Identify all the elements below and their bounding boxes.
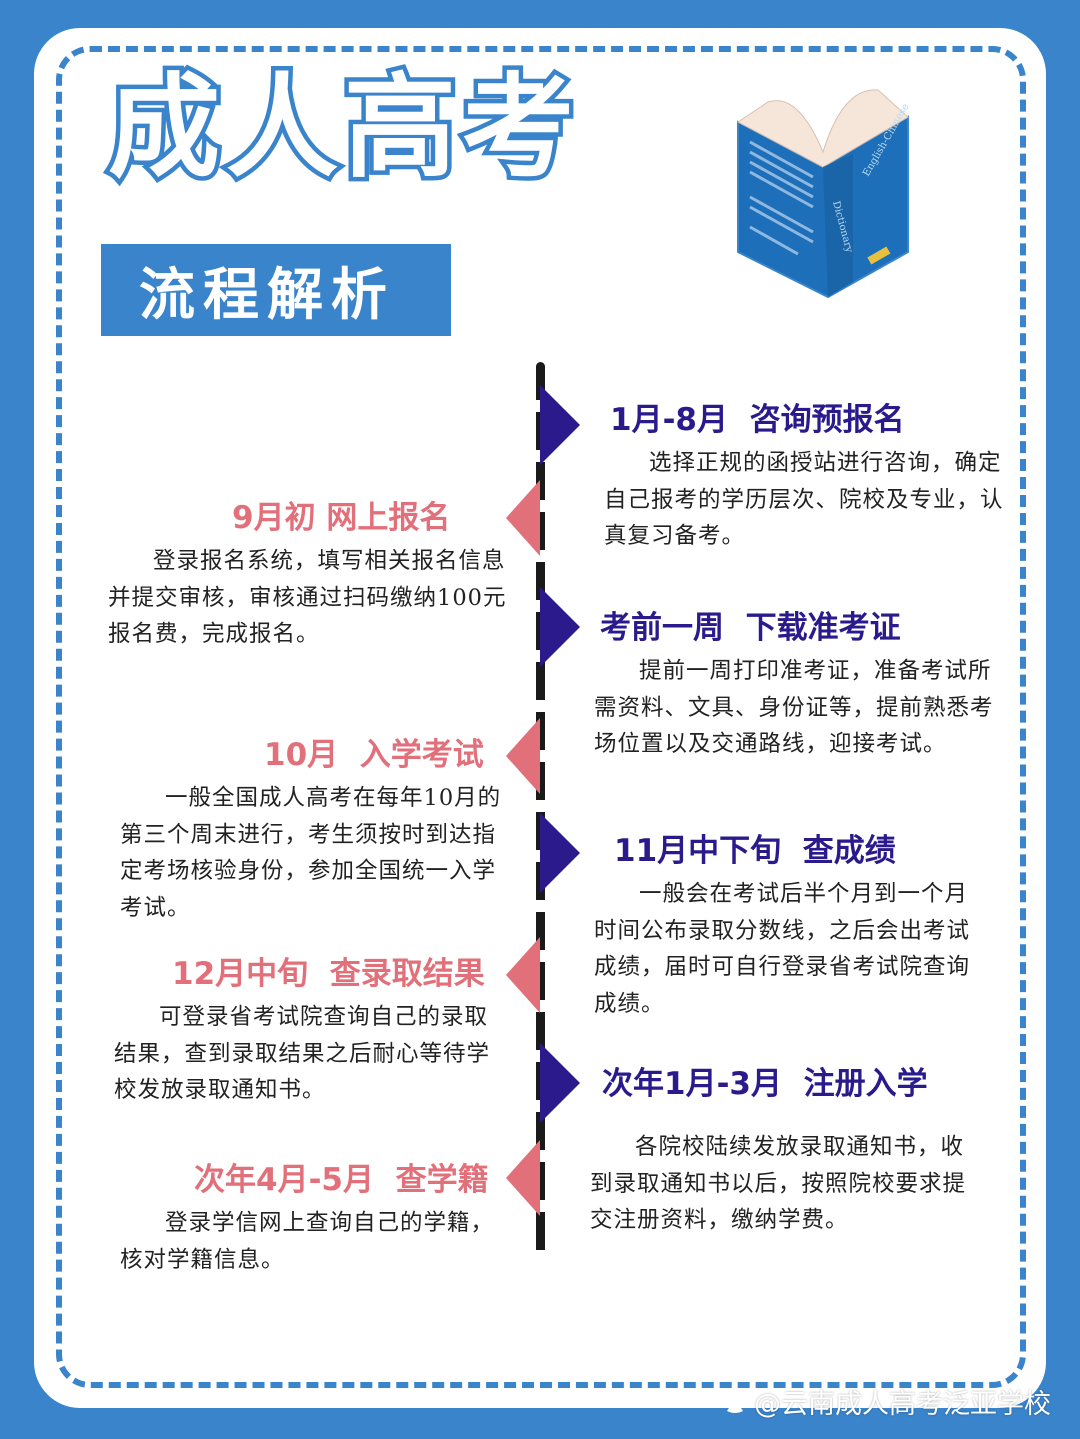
timeline-marker-left [506, 480, 540, 556]
watermark-text: @云南成人高考泛亚学校 [754, 1389, 1051, 1420]
timeline-marker-left [506, 1140, 540, 1216]
step-title: 10月 入学考试 [264, 737, 484, 773]
timeline-step: 次年1月-3月 注册入学 各院校陆续发放录取通知书，收到录取通知书以后，按照院校… [590, 1066, 980, 1239]
step-body: 提前一周打印准考证，准备考试所需资料、文具、身份证等，提前熟悉考场位置以及交通路… [594, 658, 994, 758]
step-title: 考前一周 下载准考证 [600, 610, 901, 646]
step-body: 登录报名系统，填写相关报名信息并提交审核，审核通过扫码缴纳100元报名费，完成报… [108, 548, 507, 648]
timeline-step: 9月初 网上报名 登录报名系统，填写相关报名信息并提交审核，审核通过扫码缴纳10… [108, 500, 518, 653]
step-body: 登录学信网上查询自己的学籍，核对学籍信息。 [120, 1210, 495, 1273]
dashed-frame [56, 46, 1026, 1388]
step-body: 一般全国成人高考在每年10月的第三个周末进行，考生须按时到达指定考场核验身份，参… [120, 785, 502, 921]
timeline-step: 1月-8月 咨询预报名 选择正规的函授站进行咨询，确定自己报考的学历层次、院校及… [604, 402, 1004, 555]
page-title: 成人高考 [104, 63, 580, 193]
timeline-marker-right [540, 813, 580, 893]
timeline-step: 11月中下旬 查成绩 一般会在考试后半个月到一个月时间公布录取分数线，之后会出考… [594, 833, 984, 1022]
timeline-line [536, 362, 545, 1260]
subtitle-text: 流程解析 [139, 262, 395, 328]
step-body: 一般会在考试后半个月到一个月时间公布录取分数线，之后会出考试成绩，届时可自行登录… [594, 881, 971, 1017]
watermark: @云南成人高考泛亚学校 [720, 1382, 1051, 1421]
timeline-step: 10月 入学考试 一般全国成人高考在每年10月的第三个周末进行，考生须按时到达指… [120, 737, 510, 926]
timeline-marker-right [540, 587, 580, 667]
subtitle-banner: 流程解析 [101, 244, 451, 336]
step-title: 1月-8月 咨询预报名 [610, 402, 905, 438]
step-title: 9月初 网上报名 [232, 500, 451, 536]
timeline-marker-left [506, 718, 540, 794]
baidu-paw-icon [721, 1388, 749, 1413]
timeline-step: 12月中旬 查录取结果 可登录省考试院查询自己的录取结果，查到录取结果之后耐心等… [114, 956, 504, 1109]
timeline-marker-right [540, 385, 580, 465]
step-body: 各院校陆续发放录取通知书，收到录取通知书以后，按照院校要求提交注册资料，缴纳学费… [590, 1134, 967, 1234]
step-body: 选择正规的函授站进行咨询，确定自己报考的学历层次、院校及专业，认真复习备考。 [604, 450, 1004, 550]
step-title: 次年4月-5月 查学籍 [194, 1162, 489, 1198]
step-title: 11月中下旬 查成绩 [614, 833, 896, 869]
step-title: 12月中旬 查录取结果 [172, 956, 485, 992]
timeline-step: 考前一周 下载准考证 提前一周打印准考证，准备考试所需资料、文具、身份证等，提前… [594, 610, 994, 763]
step-title: 次年1月-3月 注册入学 [602, 1066, 928, 1102]
timeline-step: 次年4月-5月 查学籍 登录学信网上查询自己的学籍，核对学籍信息。 [120, 1162, 510, 1278]
step-body: 可登录省考试院查询自己的录取结果，查到录取结果之后耐心等待学校发放录取通知书。 [114, 1004, 491, 1104]
timeline-marker-right [540, 1043, 580, 1123]
timeline-marker-left [506, 937, 540, 1013]
book-icon: English-Chinese Dictionary [737, 89, 912, 299]
